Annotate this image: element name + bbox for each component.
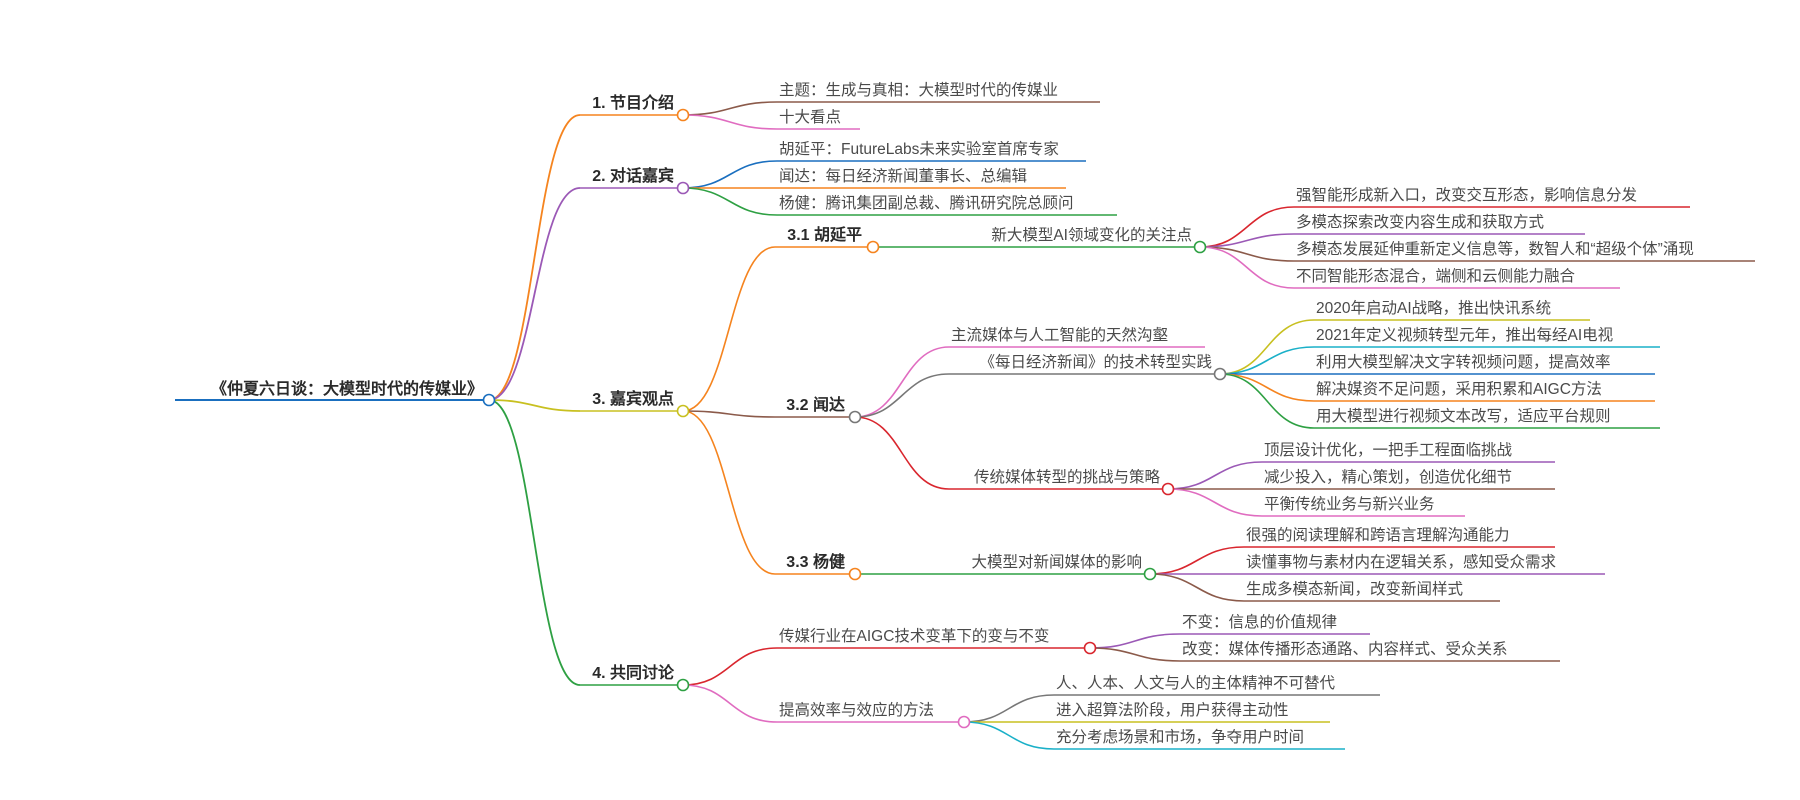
collapse-toggle-icon[interactable] <box>848 410 862 424</box>
connector-line <box>488 399 581 686</box>
collapse-toggle-icon[interactable] <box>866 240 880 254</box>
connector-line <box>1089 633 1181 649</box>
connector-line <box>682 160 778 189</box>
node-s4-eff[interactable]: 提高效率与效应的方法 <box>779 702 935 719</box>
collapse-toggle-icon[interactable] <box>1083 641 1097 655</box>
leaf-hu-1[interactable]: 多模态探索改变内容生成和获取方式 <box>1296 214 1545 231</box>
root-node[interactable]: 《仲夏六日谈：大模型时代的传媒业》 <box>210 381 483 398</box>
collapse-toggle-icon[interactable] <box>676 404 690 418</box>
connector-line <box>1149 546 1245 575</box>
leaf-hu-2[interactable]: 多模态发展延伸重新定义信息等，数智人和“超级个体”涌现 <box>1296 241 1694 258</box>
connector-line <box>1149 573 1245 602</box>
connector-line <box>1199 246 1295 289</box>
leaf-s4-eff-1[interactable]: 进入超算法阶段，用户获得主动性 <box>1056 702 1289 719</box>
leaf-yang-0[interactable]: 很强的阅读理解和跨语言理解沟通能力 <box>1246 527 1510 544</box>
collapse-toggle-icon[interactable] <box>957 715 971 729</box>
leaf-yang-2[interactable]: 生成多模态新闻，改变新闻样式 <box>1246 581 1464 598</box>
collapse-toggle-icon[interactable] <box>676 678 690 692</box>
node-yang[interactable]: 3.3 杨健 <box>786 554 845 571</box>
node-yang-impact[interactable]: 大模型对新闻媒体的影响 <box>971 554 1142 571</box>
connector-line <box>682 187 778 216</box>
section-title-s4[interactable]: 4. 共同讨论 <box>592 665 674 682</box>
leaf-s2-2[interactable]: 杨健：腾讯集团副总裁、腾讯研究院总顾问 <box>779 195 1074 212</box>
connector-line <box>854 416 950 490</box>
connector-line <box>1219 373 1315 402</box>
leaf-s4-change-1[interactable]: 改变：媒体传播形态通路、内容样式、受众关系 <box>1182 641 1508 658</box>
section-title-s2[interactable]: 2. 对话嘉宾 <box>592 168 674 185</box>
connector-line <box>1167 488 1263 517</box>
leaf-s4-eff-0[interactable]: 人、人本、人文与人的主体精神不可替代 <box>1056 675 1336 692</box>
collapse-toggle-icon[interactable] <box>1193 240 1207 254</box>
node-s4-change[interactable]: 传媒行业在AIGC技术变革下的变与不变 <box>779 628 1050 645</box>
leaf-wen-practice-1[interactable]: 2021年定义视频转型元年，推出每经AI电视 <box>1316 327 1614 344</box>
node-hu[interactable]: 3.1 胡延平 <box>787 227 862 244</box>
leaf-wen-practice-4[interactable]: 用大模型进行视频文本改写，适应平台规则 <box>1316 408 1611 425</box>
connector-line <box>1167 461 1263 490</box>
collapse-toggle-icon[interactable] <box>848 567 862 581</box>
collapse-toggle-icon[interactable] <box>482 393 496 407</box>
leaf-yang-1[interactable]: 读懂事物与素材内在逻辑关系，感知受众需求 <box>1246 554 1557 571</box>
leaf-s4-eff-2[interactable]: 充分考虑场景和市场，争夺用户时间 <box>1056 729 1305 746</box>
node-wen-gap[interactable]: 主流媒体与人工智能的天然沟壑 <box>951 327 1169 344</box>
connector-line <box>682 101 778 116</box>
connector-line <box>682 410 776 575</box>
connector-line <box>1199 233 1295 248</box>
leaf-s1-1[interactable]: 十大看点 <box>779 109 842 126</box>
collapse-toggle-icon[interactable] <box>1213 367 1227 381</box>
collapse-toggle-icon[interactable] <box>676 108 690 122</box>
connector-line <box>488 114 581 401</box>
leaf-s1-0[interactable]: 主题：生成与真相：大模型时代的传媒业 <box>779 82 1059 99</box>
leaf-wen-challenge-0[interactable]: 顶层设计优化，一把手工程面临挑战 <box>1264 442 1513 459</box>
leaf-wen-practice-2[interactable]: 利用大模型解决文字转视频问题，提高效率 <box>1316 354 1611 371</box>
collapse-toggle-icon[interactable] <box>1143 567 1157 581</box>
leaf-s4-change-0[interactable]: 不变：信息的价值规律 <box>1182 614 1338 631</box>
leaf-s2-0[interactable]: 胡延平：FutureLabs未来实验室首席专家 <box>779 141 1059 158</box>
connector-line <box>854 346 950 418</box>
connector-line <box>682 246 776 412</box>
section-title-s3[interactable]: 3. 嘉宾观点 <box>592 391 674 408</box>
connector-line <box>963 694 1055 723</box>
collapse-toggle-icon[interactable] <box>1161 482 1175 496</box>
collapse-toggle-icon[interactable] <box>676 181 690 195</box>
section-title-s1[interactable]: 1. 节目介绍 <box>592 95 674 112</box>
node-hu-focus[interactable]: 新大模型AI领域变化的关注点 <box>991 227 1192 244</box>
leaf-wen-practice-3[interactable]: 解决媒资不足问题，采用积累和AIGC方法 <box>1316 381 1602 398</box>
connector-line <box>682 114 778 130</box>
leaf-s2-1[interactable]: 闻达：每日经济新闻董事长、总编辑 <box>779 168 1028 185</box>
connector-line <box>854 373 950 418</box>
leaf-wen-challenge-2[interactable]: 平衡传统业务与新兴业务 <box>1264 496 1435 513</box>
node-wen[interactable]: 3.2 闻达 <box>786 397 845 414</box>
connector-line <box>488 399 581 412</box>
leaf-hu-0[interactable]: 强智能形成新入口，改变交互形态，影响信息分发 <box>1296 187 1638 204</box>
connector-line <box>1219 319 1315 375</box>
connector-line <box>1089 647 1181 662</box>
leaf-wen-challenge-1[interactable]: 减少投入，精心策划，创造优化细节 <box>1264 469 1513 486</box>
node-wen-challenge[interactable]: 传统媒体转型的挑战与策略 <box>973 469 1160 486</box>
connector-line <box>1219 373 1315 429</box>
node-wen-practice[interactable]: 《每日经济新闻》的技术转型实践 <box>979 354 1212 371</box>
leaf-hu-3[interactable]: 不同智能形态混合，端侧和云侧能力融合 <box>1296 268 1576 285</box>
connector-line <box>963 721 1055 750</box>
connector-line <box>488 187 581 401</box>
connector-line <box>682 647 778 686</box>
connector-line <box>682 410 776 418</box>
leaf-wen-practice-0[interactable]: 2020年启动AI战略，推出快讯系统 <box>1316 300 1552 317</box>
connector-line <box>1219 346 1315 375</box>
connector-line <box>682 684 778 723</box>
connector-line <box>1199 206 1295 248</box>
